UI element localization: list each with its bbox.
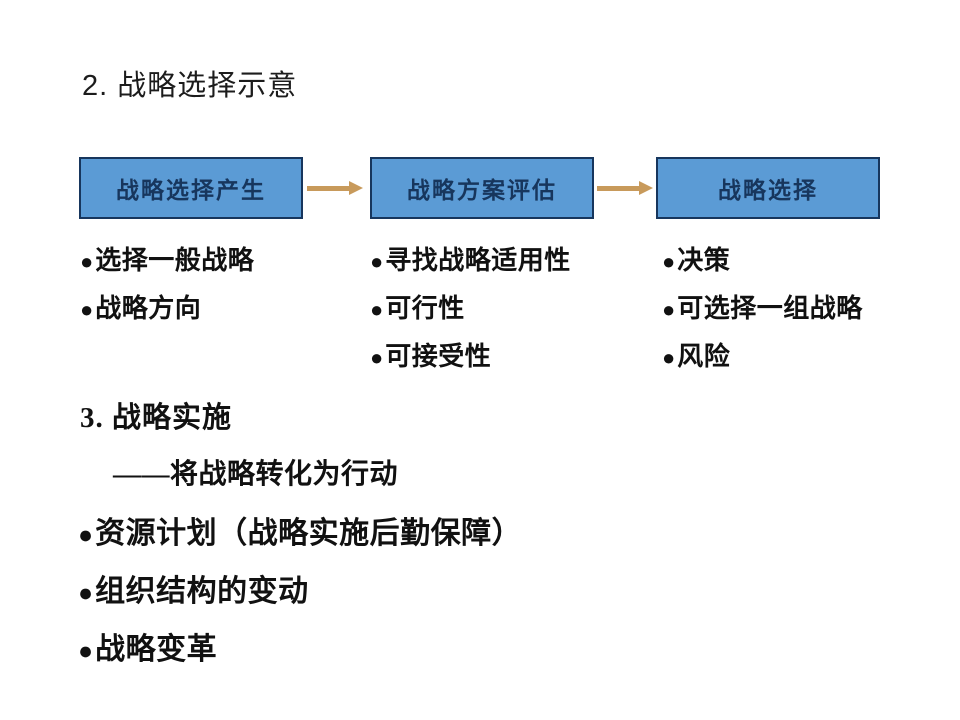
list-item-label: 可行性 xyxy=(385,294,465,323)
flow-box-2[interactable]: 战略方案评估 xyxy=(370,157,594,219)
list-item: ● 寻找战略适用性 xyxy=(370,240,571,288)
list-item: ● 可选择一组战略 xyxy=(662,288,863,336)
bullet-column-3: ● 决策 ● 可选择一组战略 ● 风险 xyxy=(662,240,863,384)
bullet-dot-icon: ● xyxy=(80,249,94,274)
arrow-shaft-2 xyxy=(597,186,641,191)
bullet-dot-icon: ● xyxy=(662,297,676,322)
bullet-dot-icon: ● xyxy=(662,345,676,370)
flow-box-1[interactable]: 战略选择产生 xyxy=(79,157,303,219)
bullet-dot-icon: ● xyxy=(78,580,94,607)
list-item-label: 决策 xyxy=(677,246,731,275)
list-item: ● 资源计划（战略实施后勤保障） xyxy=(78,508,938,566)
section-3-bullet-list: ● 资源计划（战略实施后勤保障） ● 组织结构的变动 ● 战略变革 xyxy=(78,508,938,682)
list-item: ● 风险 xyxy=(662,336,863,384)
list-item-label: 风险 xyxy=(677,342,731,371)
flow-box-2-label: 战略方案评估 xyxy=(407,178,557,203)
list-item: ● 可接受性 xyxy=(370,336,571,384)
arrow-head-2 xyxy=(639,181,653,195)
bullet-dot-icon: ● xyxy=(662,249,676,274)
list-item: ● 选择一般战略 xyxy=(80,240,254,288)
list-item-label: 资源计划（战略实施后勤保障） xyxy=(95,517,523,550)
list-item-label: 可选择一组战略 xyxy=(677,294,863,323)
arrow-shaft-1 xyxy=(307,186,351,191)
list-item: ● 组织结构的变动 xyxy=(78,566,938,624)
flow-box-3[interactable]: 战略选择 xyxy=(656,157,880,219)
list-item: ● 决策 xyxy=(662,240,863,288)
list-item-label: 组织结构的变动 xyxy=(95,575,309,608)
bullet-dot-icon: ● xyxy=(370,249,384,274)
arrow-right-icon-2 xyxy=(597,181,657,195)
strategy-flow-diagram: 战略选择产生 战略方案评估 战略选择 xyxy=(0,157,960,227)
list-item-label: 战略方向 xyxy=(95,294,202,323)
list-item-label: 战略变革 xyxy=(95,633,218,666)
section-3-title: 3. 战略实施 xyxy=(80,402,233,434)
bullet-column-1: ● 选择一般战略 ● 战略方向 xyxy=(80,240,254,336)
bullet-dot-icon: ● xyxy=(78,522,94,549)
flow-box-1-label: 战略选择产生 xyxy=(116,178,266,203)
section-2-title: 2. 战略选择示意 xyxy=(82,70,298,102)
bullet-dot-icon: ● xyxy=(370,297,384,322)
bullet-column-2: ● 寻找战略适用性 ● 可行性 ● 可接受性 xyxy=(370,240,571,384)
section-3-subtitle: ——将战略转化为行动 xyxy=(113,459,399,490)
bullet-dot-icon: ● xyxy=(78,638,94,665)
flow-box-3-label: 战略选择 xyxy=(718,178,818,203)
bullet-dot-icon: ● xyxy=(80,297,94,322)
list-item: ● 战略变革 xyxy=(78,624,938,682)
list-item: ● 可行性 xyxy=(370,288,571,336)
arrow-right-icon-1 xyxy=(307,181,367,195)
bullet-dot-icon: ● xyxy=(370,345,384,370)
list-item-label: 选择一般战略 xyxy=(95,246,255,275)
arrow-head-1 xyxy=(349,181,363,195)
list-item: ● 战略方向 xyxy=(80,288,254,336)
list-item-label: 可接受性 xyxy=(385,342,492,371)
list-item-label: 寻找战略适用性 xyxy=(385,246,571,275)
